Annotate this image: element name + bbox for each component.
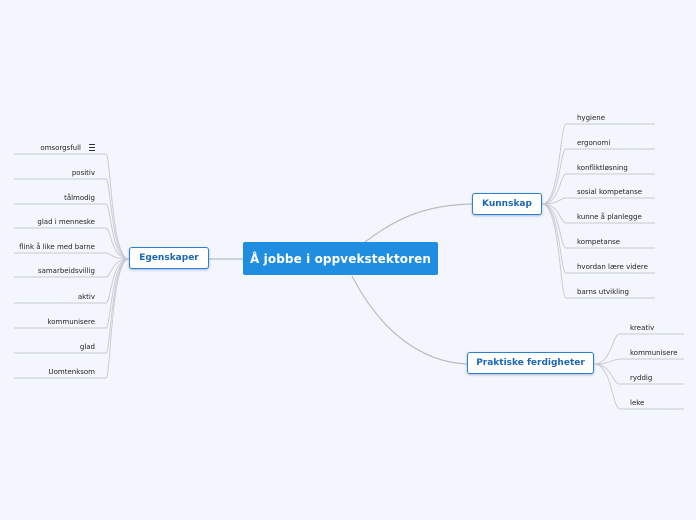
- topic-praktiske-label: Praktiske ferdigheter: [476, 358, 585, 368]
- subtopic-kunnskap[interactable]: hvordan lære videre: [577, 263, 648, 271]
- connector-line: [541, 148, 567, 205]
- subtopic-praktiske[interactable]: leke: [630, 399, 645, 407]
- subtopic-egenskaper[interactable]: glad i menneske: [37, 218, 95, 226]
- connector-line: [105, 227, 130, 260]
- subtopic-kunnskap[interactable]: kompetanse: [577, 238, 621, 246]
- subtopic-kunnskap[interactable]: konfliktløsning: [577, 164, 628, 172]
- connector-line: [105, 252, 130, 260]
- subtopic-praktiske[interactable]: kommunisere: [630, 349, 678, 357]
- subtopic-egenskaper[interactable]: glad: [79, 343, 95, 351]
- subtopic-kunnskap[interactable]: kunne å planlegge: [577, 213, 642, 221]
- subtopic-egenskaper[interactable]: Uomtenksom: [48, 368, 95, 376]
- central-topic-label: Å jobbe i oppvekstektoren: [249, 251, 432, 266]
- subtopic-egenskaper[interactable]: tålmodig: [64, 194, 95, 202]
- subtopic-egenskaper[interactable]: flink å like med barne: [19, 243, 95, 251]
- topic-kunnskap[interactable]: Kunnskap: [472, 193, 542, 215]
- connector-line: [593, 363, 621, 385]
- subtopic-kunnskap[interactable]: ergonomi: [577, 139, 611, 147]
- topic-egenskaper-label: Egenskaper: [139, 253, 199, 263]
- subtopic-kunnskap[interactable]: sosial kompetanse: [577, 188, 643, 196]
- subtopic-egenskaper[interactable]: positiv: [71, 169, 95, 177]
- topic-praktiske-ferdigheter[interactable]: Praktiske ferdigheter: [467, 352, 594, 374]
- subtopic-egenskaper[interactable]: aktiv: [77, 293, 95, 301]
- subtopic-praktiske[interactable]: kreativ: [630, 324, 655, 332]
- subtopic-kunnskap[interactable]: hygiene: [577, 114, 606, 122]
- central-topic[interactable]: Å jobbe i oppvekstektoren: [243, 242, 438, 275]
- connector-line: [105, 203, 130, 260]
- connector-line: [105, 258, 130, 379]
- connector-line: [541, 203, 567, 274]
- connector-line: [593, 363, 621, 410]
- connector-line: [593, 358, 621, 365]
- connector-line: [541, 173, 567, 205]
- connector-line: [593, 333, 621, 365]
- subtopic-egenskaper[interactable]: omsorgsfull: [40, 144, 81, 152]
- connector-line: [541, 123, 567, 205]
- subtopic-egenskaper[interactable]: samarbeidsvillig: [37, 267, 95, 275]
- connector-line: [541, 203, 567, 299]
- connector-line: [541, 197, 567, 205]
- subtopic-egenskaper[interactable]: kommunisere: [47, 318, 95, 326]
- subtopic-kunnskap[interactable]: barns utvikling: [577, 288, 629, 296]
- connector-line: [105, 258, 130, 329]
- topic-egenskaper[interactable]: Egenskaper: [129, 247, 209, 269]
- topic-kunnskap-label: Kunnskap: [482, 199, 532, 209]
- subtopic-praktiske[interactable]: ryddig: [630, 374, 653, 382]
- connector-line: [105, 178, 130, 260]
- connector-line: [105, 153, 130, 260]
- note-lines-icon[interactable]: [89, 144, 95, 151]
